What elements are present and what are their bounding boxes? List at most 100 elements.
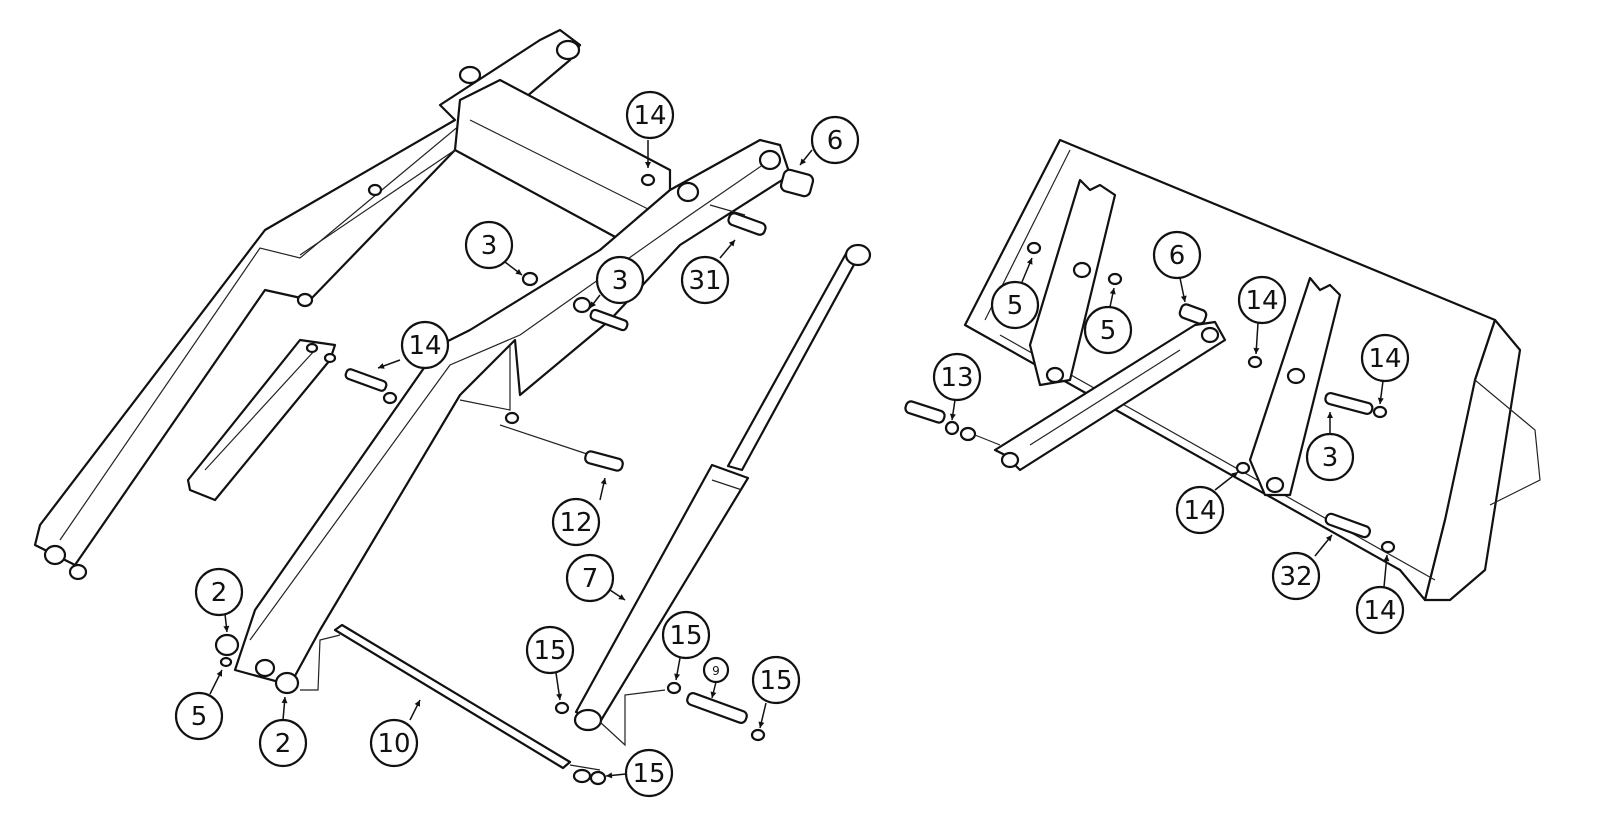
boom-pin-hole	[555, 39, 581, 61]
boom-pivot-hole	[572, 296, 592, 314]
pin-3b	[589, 308, 629, 332]
bucket-bracket-left	[1028, 178, 1117, 387]
pin-3c	[1324, 391, 1374, 415]
callout-circle	[990, 280, 1040, 330]
small-bracket	[186, 338, 337, 502]
callout-circle	[702, 656, 730, 684]
callout-circle	[661, 610, 711, 660]
arrowhead	[556, 693, 563, 700]
washer-5b	[1026, 241, 1042, 255]
arrowhead	[600, 478, 607, 485]
callout-label: 14	[1363, 596, 1396, 626]
arrowhead	[800, 158, 807, 165]
callout-label: 6	[1169, 241, 1186, 271]
callout-c3b: 3	[589, 255, 645, 309]
arrowhead	[1383, 555, 1390, 562]
callout-label: 7	[582, 564, 599, 594]
callout-circle	[1152, 230, 1202, 280]
callout-c7: 7	[565, 553, 626, 603]
callout-c13: 13	[932, 352, 982, 421]
washer-15c	[750, 728, 766, 742]
bushing-6a	[779, 168, 815, 198]
washer-5a	[219, 656, 233, 668]
callout-c32: 32	[1271, 534, 1333, 601]
callout-circle	[1175, 485, 1225, 535]
arrowhead	[378, 363, 385, 369]
callout-label: 9	[712, 664, 720, 678]
arrowhead	[1109, 288, 1116, 295]
callout-label: 12	[559, 508, 592, 538]
washer-14b	[382, 391, 398, 405]
callout-circle	[400, 320, 450, 370]
washer-15d-b	[589, 770, 607, 786]
callout-label: 5	[1100, 316, 1117, 346]
callout-c5b: 5	[990, 257, 1040, 330]
callout-c14d: 14	[1360, 333, 1410, 405]
callout-circle	[1083, 305, 1133, 355]
callout-circle	[751, 655, 801, 705]
callout-c2b: 2	[258, 696, 308, 768]
boom-pin-hole	[458, 65, 482, 85]
callout-circle	[810, 115, 860, 165]
arrowhead	[1180, 295, 1187, 302]
bushing-2a	[214, 633, 240, 657]
callout-label: 32	[1279, 562, 1312, 592]
callout-c5a: 5	[174, 669, 224, 741]
callout-circle	[258, 718, 308, 768]
callout-circle	[1355, 585, 1405, 635]
bucket-link-bar	[993, 320, 1227, 472]
callout-c15a: 15	[525, 625, 575, 701]
washer-14c	[1247, 355, 1263, 369]
loader-frame	[33, 28, 815, 786]
callout-c10: 10	[369, 699, 421, 768]
callout-circle	[1360, 333, 1410, 383]
callout-circle	[464, 220, 514, 270]
callout-label: 15	[759, 666, 792, 696]
pin-14b	[344, 368, 388, 392]
callout-label: 15	[533, 636, 566, 666]
callout-c6b: 6	[1152, 230, 1202, 303]
bushing-2b	[274, 671, 300, 695]
bushing-6b	[1178, 303, 1208, 325]
callout-label: 2	[275, 729, 292, 759]
arrowhead	[1231, 472, 1238, 479]
callout-c5c: 5	[1083, 287, 1133, 355]
arrowhead	[674, 673, 681, 680]
arrowhead	[590, 301, 597, 308]
callout-label: 3	[1322, 443, 1339, 473]
callout-c2a: 2	[194, 567, 244, 633]
callout-circle	[625, 90, 675, 140]
callout-circle	[194, 567, 244, 617]
callout-label: 14	[1183, 496, 1216, 526]
callout-c3a: 3	[464, 220, 523, 276]
arrowhead	[1327, 412, 1333, 418]
washer-15d-a	[572, 768, 592, 784]
callout-label: 13	[940, 363, 973, 393]
callout-c14b: 14	[377, 320, 450, 370]
callout-label: 5	[191, 702, 208, 732]
rod-10	[333, 623, 572, 770]
washer-13b	[959, 426, 977, 442]
washer-14e	[1235, 461, 1251, 475]
pin-12	[584, 450, 624, 472]
callout-c14e: 14	[1175, 471, 1239, 535]
callout-circle	[1305, 432, 1355, 482]
boom-pivot-hole	[367, 183, 383, 197]
callout-c6a: 6	[799, 115, 860, 166]
boom-pivot-hole	[296, 292, 314, 308]
callout-circle	[174, 691, 224, 741]
callout-label: 3	[481, 231, 498, 261]
hydraulic-cylinder	[554, 243, 872, 747]
callout-label: 5	[1007, 291, 1024, 321]
arrowhead	[1325, 535, 1332, 542]
boom-end-washer	[68, 563, 88, 581]
arrowhead	[216, 670, 222, 677]
callout-label: 10	[377, 729, 410, 759]
callout-circle	[595, 255, 645, 305]
arrowhead	[710, 691, 717, 698]
washer-13a	[944, 420, 960, 436]
arrowhead	[606, 772, 613, 779]
callout-c15d: 15	[605, 748, 674, 798]
arrowhead	[728, 240, 735, 247]
